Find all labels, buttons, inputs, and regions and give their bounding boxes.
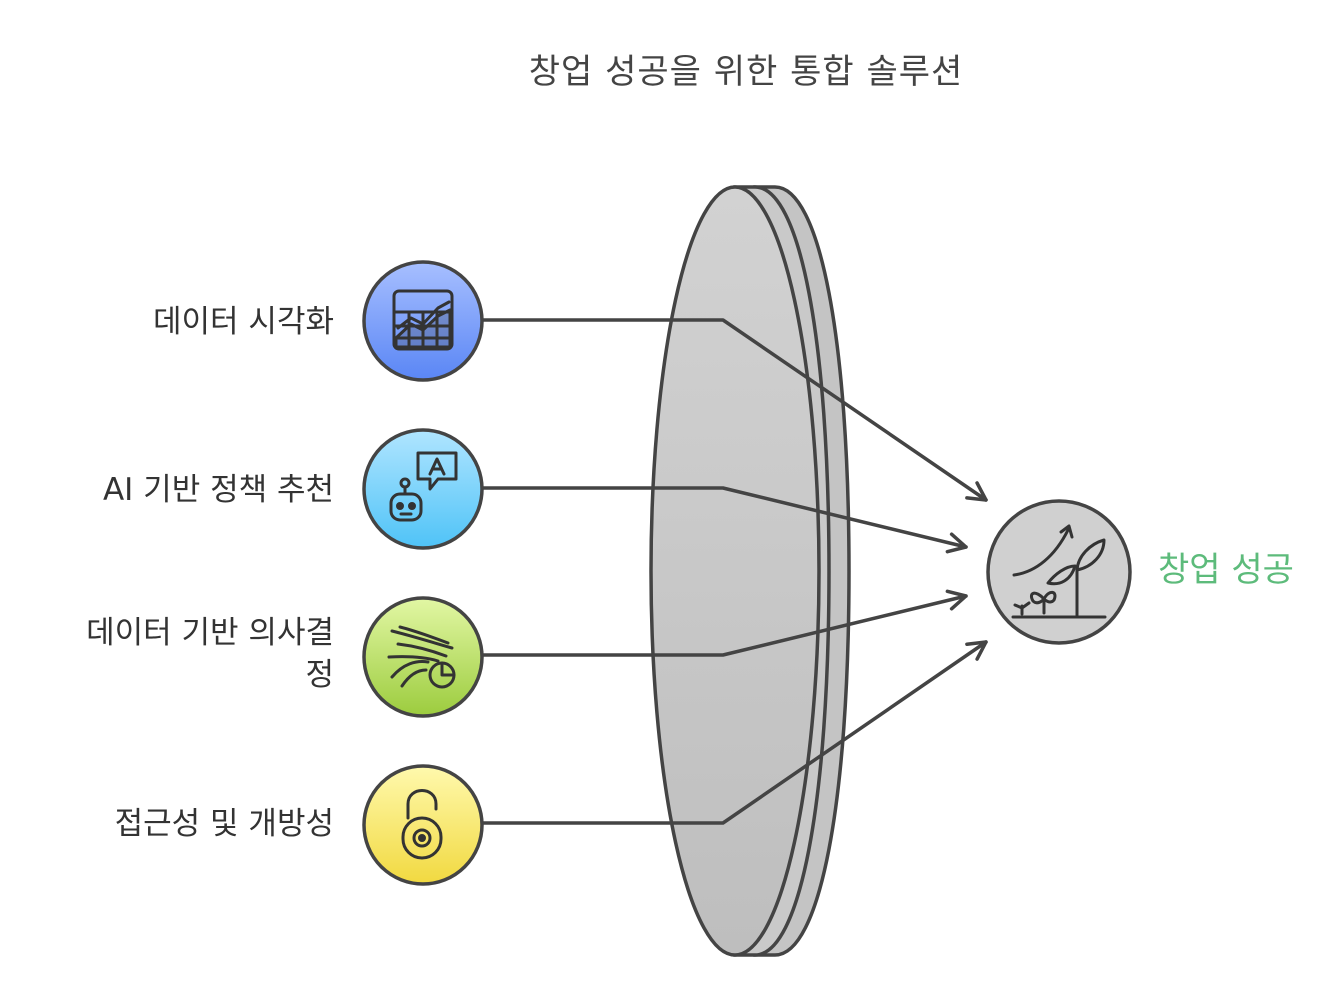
- growth-plant-icon: [1011, 524, 1107, 619]
- input-label-ai-policy-recommendation: AI 기반 정책 추천: [102, 472, 334, 508]
- input-node-ai-policy-recommendation: [362, 428, 484, 550]
- chart-grid-icon: [392, 289, 454, 351]
- input-label-data-visualization: 데이터 시각화: [153, 304, 334, 340]
- result-label: 창업 성공: [1158, 550, 1294, 590]
- open-lock-icon: [401, 789, 443, 860]
- connector-line-3: [481, 589, 968, 657]
- input-label-data-driven-decision-line-1: 데이터 기반 의사결: [86, 615, 334, 651]
- input-node-data-visualization: [362, 260, 484, 382]
- robot-chat-icon: [389, 451, 458, 522]
- result-node-startup-success: [986, 499, 1132, 645]
- input-node-data-driven-decision: [362, 596, 484, 718]
- input-label-data-driven-decision: 데이터 기반 의사결 정: [14, 612, 334, 696]
- data-flow-pie-icon: [387, 625, 456, 689]
- connector-line-1: [481, 318, 988, 502]
- connector-line-4: [481, 640, 988, 825]
- diagram-title: 창업 성공을 위한 통합 솔루션: [528, 52, 964, 92]
- input-node-accessibility-openness: [362, 764, 484, 886]
- input-label-data-driven-decision-line-2: 정: [305, 657, 334, 693]
- lens-shape: [649, 185, 851, 957]
- connector-line-2: [481, 486, 968, 554]
- input-label-accessibility-openness: 접근성 및 개방성: [114, 806, 334, 842]
